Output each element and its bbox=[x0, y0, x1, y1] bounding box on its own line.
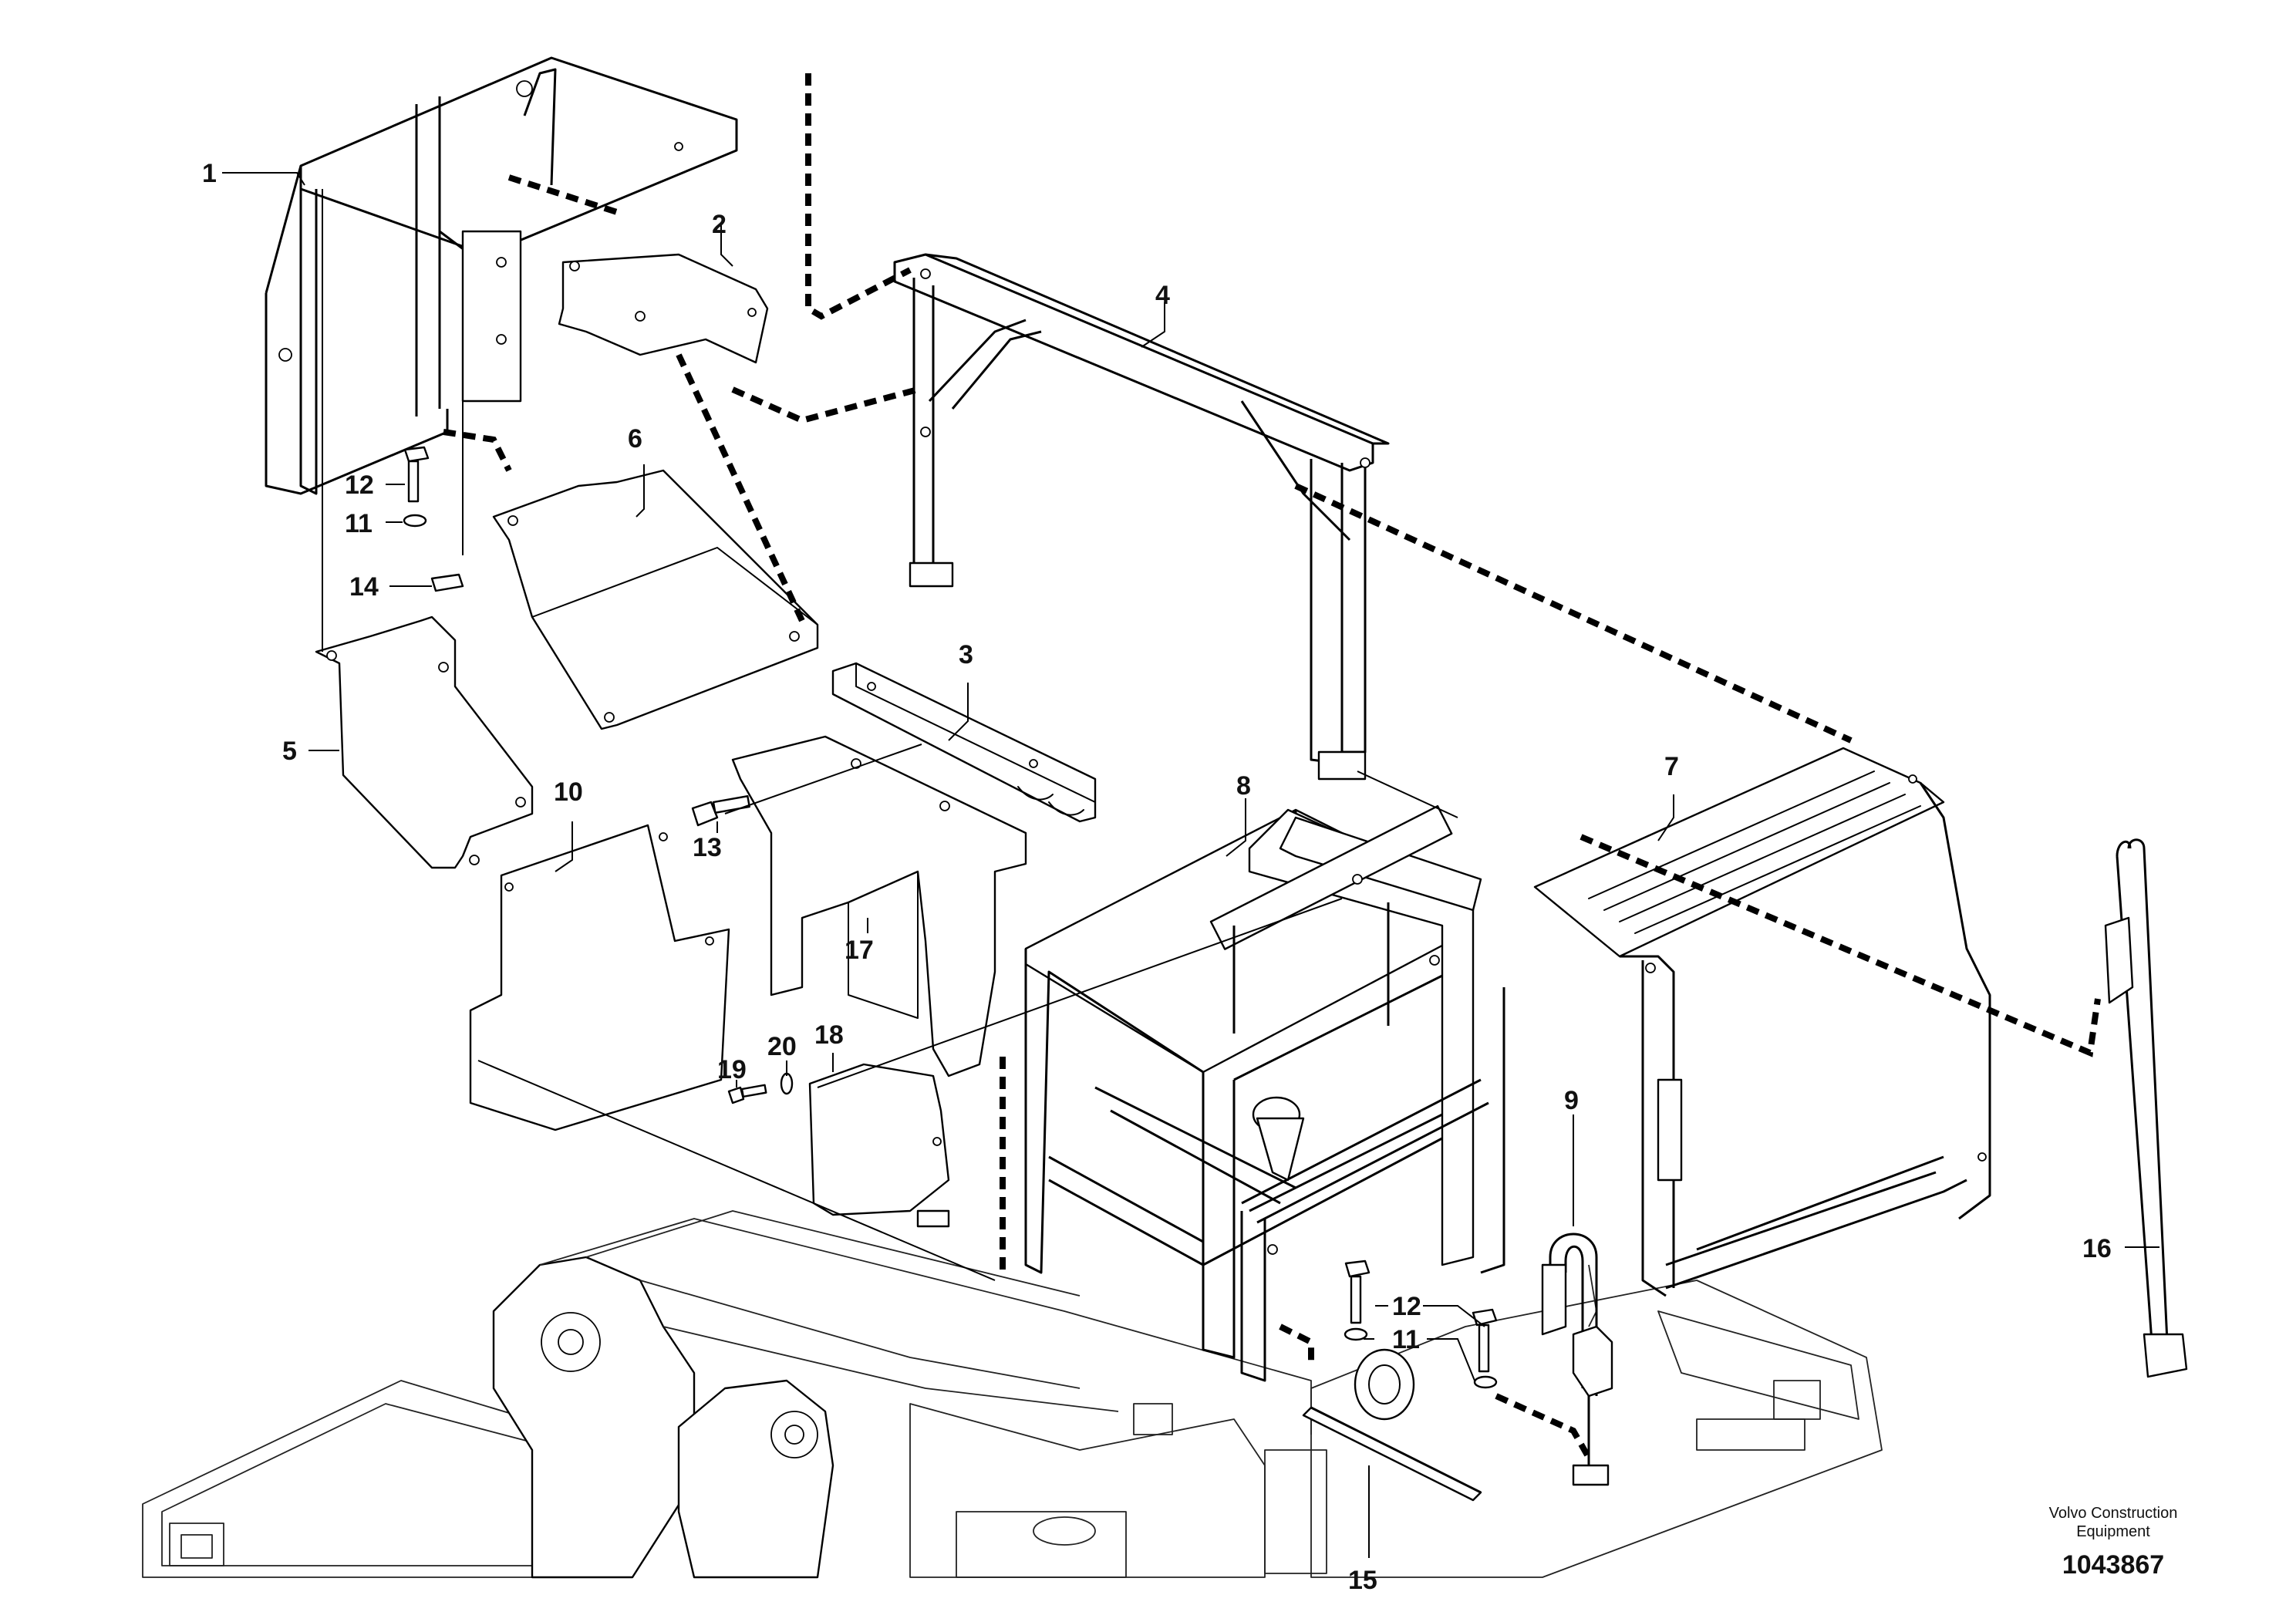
label-10: 10 bbox=[554, 777, 583, 807]
part-4-rack bbox=[893, 253, 1390, 781]
part-2-bracket bbox=[558, 253, 769, 364]
drawing-number: 1043867 bbox=[2062, 1550, 2164, 1580]
label-20: 20 bbox=[767, 1032, 797, 1061]
label-15: 15 bbox=[1348, 1566, 1377, 1595]
part-7-right-frame bbox=[1533, 747, 1991, 1297]
label-leaders bbox=[222, 172, 2159, 1558]
label-13: 13 bbox=[693, 833, 722, 862]
brand-line-1: Volvo Construction bbox=[2049, 1505, 2178, 1522]
label-9: 9 bbox=[1564, 1086, 1579, 1115]
label-5: 5 bbox=[282, 737, 297, 766]
part-1-frame bbox=[265, 56, 738, 495]
part-5-shield bbox=[315, 615, 534, 869]
part-10-panel bbox=[469, 824, 730, 1131]
part-3-rail bbox=[831, 662, 1097, 823]
label-19: 19 bbox=[717, 1055, 747, 1084]
label-2: 2 bbox=[712, 210, 727, 239]
label-14: 14 bbox=[349, 572, 379, 602]
label-4: 4 bbox=[1155, 281, 1170, 310]
part-9-u-bracket bbox=[1541, 1233, 1613, 1486]
title-block: Volvo Construction Equipment 1043867 bbox=[2049, 1505, 2178, 1580]
part-labels: 1 2 3 4 5 6 7 8 9 10 11 11 12 12 13 14 1… bbox=[202, 159, 2112, 1595]
label-8: 8 bbox=[1236, 771, 1251, 801]
label-12a: 12 bbox=[345, 470, 374, 500]
label-11b: 11 bbox=[1392, 1325, 1420, 1354]
label-11a: 11 bbox=[345, 509, 373, 538]
part-6-shield bbox=[492, 469, 819, 730]
label-7: 7 bbox=[1664, 752, 1679, 781]
part-17-panel bbox=[731, 735, 1027, 1077]
label-17: 17 bbox=[845, 936, 874, 965]
alignment-lines bbox=[322, 189, 1458, 1281]
assembly-paths bbox=[443, 73, 2101, 1459]
label-6: 6 bbox=[628, 424, 642, 454]
part-8-box-frame bbox=[1024, 804, 1505, 1382]
label-1: 1 bbox=[202, 159, 217, 188]
label-18: 18 bbox=[814, 1020, 844, 1050]
part-16-handrail bbox=[2104, 838, 2188, 1378]
base-upper-frame bbox=[142, 1210, 1883, 1579]
part-15-strip bbox=[1302, 1406, 1482, 1502]
label-3: 3 bbox=[959, 640, 973, 669]
label-12b: 12 bbox=[1392, 1292, 1421, 1321]
fasteners bbox=[403, 446, 1498, 1389]
label-16: 16 bbox=[2082, 1234, 2112, 1263]
part-18-cover bbox=[808, 1063, 950, 1228]
brand-line-2: Equipment bbox=[2076, 1523, 2150, 1540]
